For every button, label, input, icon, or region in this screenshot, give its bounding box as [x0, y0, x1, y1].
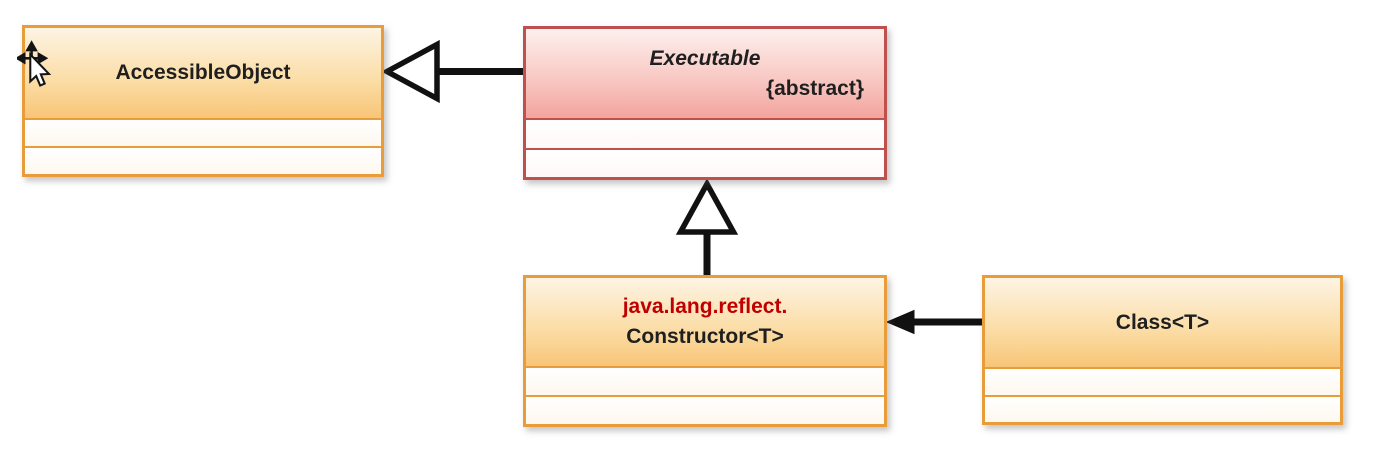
class-box-executable[interactable]: Executable {abstract} — [523, 26, 887, 180]
methods-compartment — [25, 146, 381, 174]
class-name: AccessibleObject — [115, 61, 291, 84]
methods-compartment — [985, 394, 1340, 422]
class-stereotype: {abstract} — [765, 76, 864, 100]
class-header: Class<T> — [985, 278, 1340, 367]
class-header: AccessibleObject — [25, 28, 381, 118]
fields-compartment — [985, 367, 1340, 395]
class-package: java.lang.reflect. — [622, 295, 788, 318]
fields-compartment — [526, 366, 884, 395]
class-box-class-t[interactable]: Class<T> — [982, 275, 1343, 425]
class-name: Class<T> — [1115, 310, 1210, 334]
association-class-to-constructor — [885, 309, 982, 335]
fields-compartment — [25, 118, 381, 146]
methods-compartment — [526, 395, 884, 424]
class-header: java.lang.reflect. Constructor<T> — [526, 278, 884, 366]
class-name: Executable — [649, 46, 761, 70]
class-box-accessibleobject[interactable]: AccessibleObject — [22, 25, 384, 177]
generalization-executable-to-accessibleobject — [381, 39, 523, 104]
fields-compartment — [526, 118, 884, 148]
class-header: Executable {abstract} — [526, 29, 884, 118]
methods-compartment — [526, 147, 884, 177]
class-name: Constructor<T> — [626, 325, 784, 348]
generalization-constructor-to-executable — [675, 178, 739, 277]
class-box-constructor[interactable]: java.lang.reflect. Constructor<T> — [523, 275, 887, 427]
